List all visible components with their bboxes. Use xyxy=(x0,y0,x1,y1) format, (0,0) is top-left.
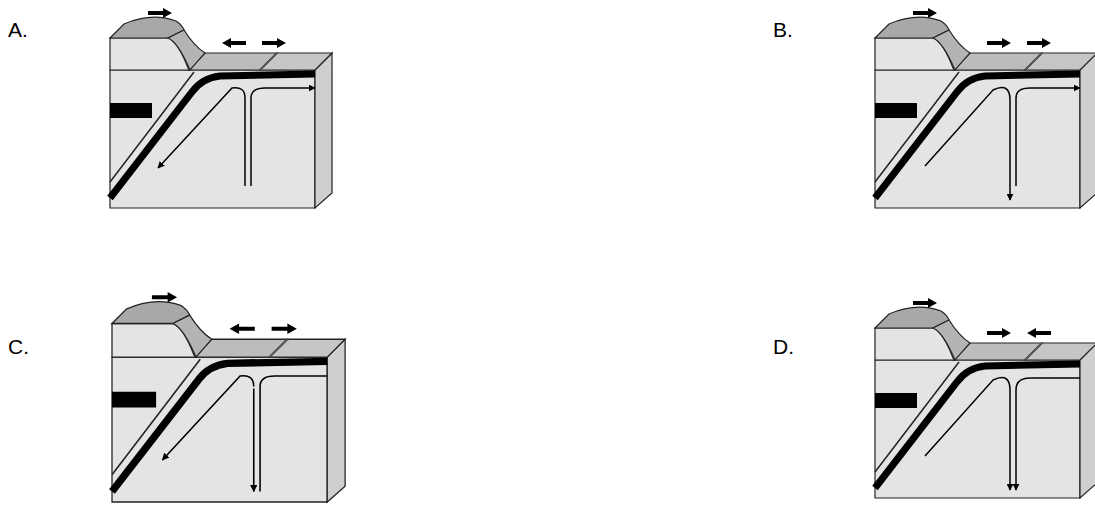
plate-motion-arrow xyxy=(913,8,937,18)
plate-block xyxy=(875,17,1095,208)
panel-c xyxy=(112,292,345,502)
plate-motion-arrow xyxy=(1027,328,1051,338)
plate-block xyxy=(875,307,1095,498)
convection-arrow xyxy=(1016,88,1080,186)
plate-block xyxy=(110,17,332,208)
convection-arrow xyxy=(925,378,1010,490)
plate-motion-arrow xyxy=(262,38,286,48)
plate-motion-arrow xyxy=(987,328,1011,338)
plate-motion-arrow xyxy=(987,38,1011,48)
panel-a xyxy=(110,8,332,208)
plate-motion-arrow xyxy=(222,38,246,48)
plate-motion-arrow xyxy=(272,324,297,335)
panel-letter: D. xyxy=(773,336,794,357)
plate-motion-arrow xyxy=(1027,38,1051,48)
panel-d xyxy=(875,298,1095,498)
convection-arrow xyxy=(162,376,253,460)
plate-motion-arrow xyxy=(913,298,937,308)
panel-letter: A. xyxy=(8,19,28,40)
plate-block xyxy=(112,302,345,502)
convection-arrow xyxy=(1016,378,1080,490)
convection-arrow xyxy=(925,88,1010,200)
panel-letter: B. xyxy=(773,19,793,40)
panel-b xyxy=(875,8,1095,208)
plate-motion-arrow xyxy=(148,8,172,18)
panel-letter: C. xyxy=(8,336,29,357)
plate-motion-arrow xyxy=(230,324,255,335)
plate-motion-arrow xyxy=(152,292,177,303)
convection-line xyxy=(260,376,327,492)
convection-arrow xyxy=(158,88,245,186)
convection-arrow xyxy=(251,88,315,186)
convection-arrow xyxy=(253,389,255,492)
